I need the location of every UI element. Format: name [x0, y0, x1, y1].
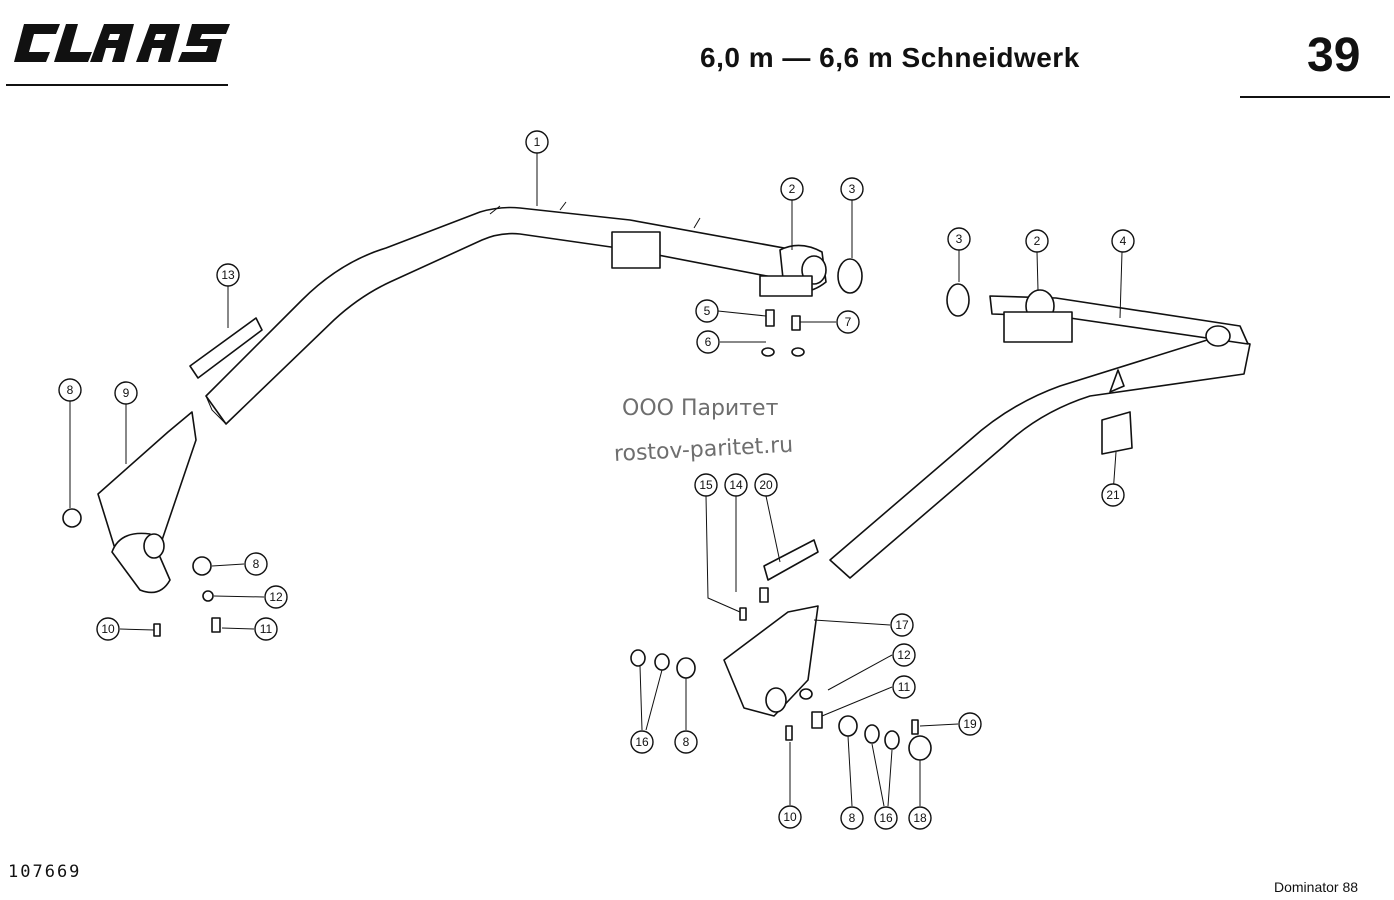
svg-text:5: 5 — [704, 304, 711, 318]
figure-number: 107669 — [8, 862, 82, 882]
callout-1: 1 — [525, 130, 549, 154]
svg-text:3: 3 — [849, 182, 856, 196]
ring-part-3-left — [837, 258, 863, 294]
bracket-right-bushing — [765, 687, 787, 713]
plate-21 — [1101, 411, 1133, 455]
svg-text:4: 4 — [1120, 234, 1127, 248]
svg-text:8: 8 — [683, 735, 690, 749]
svg-text:17: 17 — [895, 618, 909, 632]
svg-text:13: 13 — [221, 268, 235, 282]
callout-8-left: 8 — [244, 552, 268, 576]
page-title: 6,0 m — 6,6 m Schneidwerk — [700, 42, 1080, 73]
svg-text:19: 19 — [963, 717, 977, 731]
callout-12-right: 12 — [892, 643, 916, 667]
svg-text:2: 2 — [789, 182, 796, 196]
svg-text:2: 2 — [1034, 234, 1041, 248]
hardware — [62, 309, 932, 761]
watermark-company: ООО Паритет — [622, 396, 779, 421]
plate-13 — [189, 317, 263, 379]
callout-10-right: 10 — [778, 805, 802, 829]
callout-20: 20 — [754, 473, 778, 497]
callout-2-right: 2 — [1025, 229, 1049, 253]
svg-text:10: 10 — [783, 810, 797, 824]
svg-text:9: 9 — [123, 386, 130, 400]
callout-16-right: 16 — [874, 806, 898, 830]
callout-8-right: 8 — [840, 806, 864, 830]
right-frame-arm — [829, 289, 1251, 579]
callout-10-left: 10 — [96, 617, 120, 641]
callout-12-left: 12 — [264, 585, 288, 609]
svg-text:12: 12 — [897, 648, 911, 662]
svg-text:3: 3 — [956, 232, 963, 246]
svg-text:14: 14 — [729, 478, 743, 492]
svg-text:21: 21 — [1106, 488, 1120, 502]
callout-19: 19 — [958, 712, 982, 736]
callout-16-left: 16 — [630, 730, 654, 754]
bracket-right — [723, 605, 819, 717]
ring-part-3-right — [946, 283, 970, 317]
svg-text:12: 12 — [269, 590, 283, 604]
svg-text:8: 8 — [67, 383, 74, 397]
callout-9: 9 — [114, 381, 138, 405]
model-label: Dominator 88 — [1274, 879, 1359, 895]
callout-5: 5 — [695, 299, 719, 323]
callout-15: 15 — [694, 473, 718, 497]
svg-text:8: 8 — [849, 811, 856, 825]
svg-text:16: 16 — [635, 735, 649, 749]
plate-20 — [763, 539, 819, 581]
callout-14: 14 — [724, 473, 748, 497]
callout-6: 6 — [696, 330, 720, 354]
callout-3-left: 3 — [840, 177, 864, 201]
callout-21: 21 — [1101, 483, 1125, 507]
svg-text:18: 18 — [913, 811, 927, 825]
callout-11-right: 11 — [892, 675, 916, 699]
header-rule-right — [1240, 96, 1390, 98]
callout-3-right: 3 — [947, 227, 971, 251]
svg-text:11: 11 — [898, 680, 911, 694]
bracket-left-bushing — [143, 533, 165, 559]
svg-text:1: 1 — [534, 135, 541, 149]
callout-18: 18 — [908, 806, 932, 830]
svg-text:11: 11 — [260, 622, 273, 636]
callout-13: 13 — [216, 263, 240, 287]
callout-8-center: 8 — [674, 730, 698, 754]
page-number: 39 — [1307, 29, 1361, 82]
callout-11-left: 11 — [254, 617, 278, 641]
bracket-left — [97, 411, 197, 553]
left-frame-arm — [205, 201, 827, 425]
svg-text:20: 20 — [759, 478, 773, 492]
header-rule-left — [6, 84, 228, 86]
svg-text:8: 8 — [253, 557, 260, 571]
svg-text:16: 16 — [879, 811, 893, 825]
svg-text:7: 7 — [845, 315, 852, 329]
callout-4: 4 — [1111, 229, 1135, 253]
callout-7: 7 — [836, 310, 860, 334]
leader-lines — [69, 153, 1123, 807]
svg-text:10: 10 — [101, 622, 115, 636]
callout-8-far-left: 8 — [58, 378, 82, 402]
claas-logo — [12, 22, 234, 64]
svg-text:15: 15 — [699, 478, 713, 492]
svg-text:6: 6 — [705, 335, 712, 349]
callout-17: 17 — [890, 613, 914, 637]
callout-2-left: 2 — [780, 177, 804, 201]
